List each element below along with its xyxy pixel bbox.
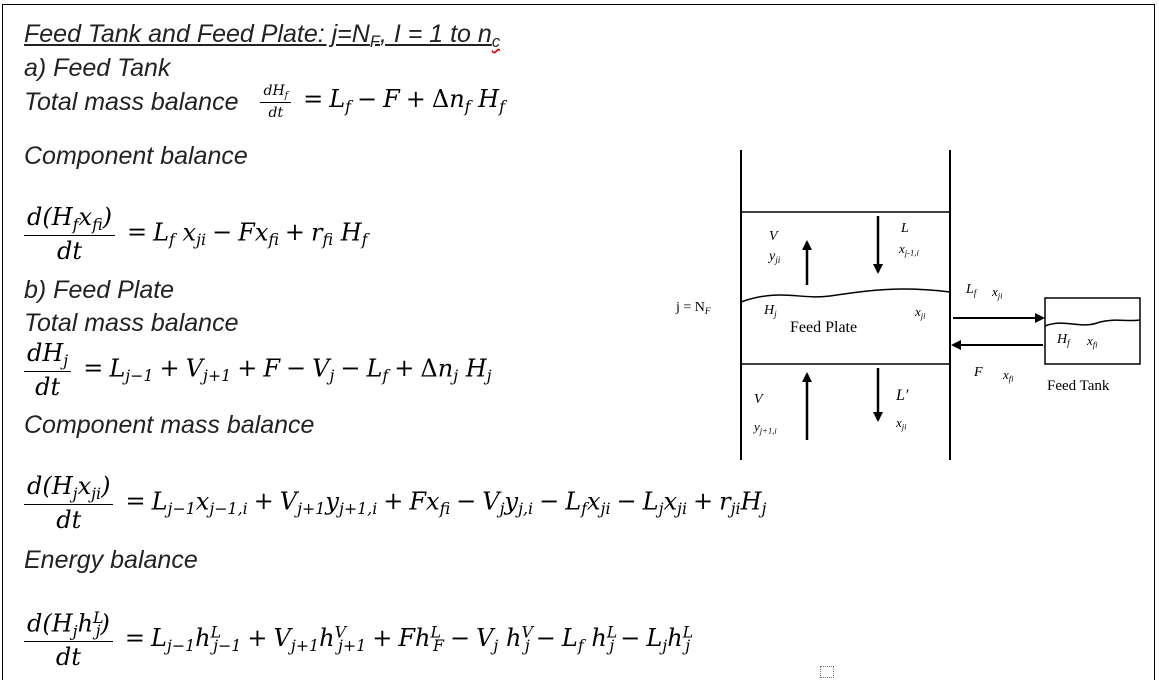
page-frame [2,4,1155,680]
eq-energy-balance: d(HjhLj)dt=Lj−1hLj−1+Vj+1hVj+1+FhLF−Vj h… [24,610,693,669]
f-x-label: xfi [1003,367,1014,384]
component-mass-balance-label: Component mass balance [24,411,315,439]
eq-feed-plate-component: d(Hjxji)dt=Lj−1xj−1,i+Vj+1yj+1,i+Fxfi−Vj… [24,474,766,532]
x-bottom-label: xji [896,415,907,432]
feed-tank-label: Feed Tank [1047,378,1110,394]
xfi-tank-label: xfi [1087,333,1098,350]
y-bottom-label: yj+1,i [754,419,777,436]
eq-feed-tank-component: d(Hfxfi)dt=Lf xji−Fxfi+rfi Hf [24,205,368,263]
v-top-label: V [769,229,778,244]
hf-label: Hf [1057,332,1070,348]
plate-liquid-surface [740,288,951,303]
total-mass-balance-label: Total mass balance [24,87,239,116]
f-label: F [974,365,983,380]
component-balance-label: Component balance [24,142,248,170]
hj-label: Hj [764,303,777,319]
x-top-label: xj-1,i [899,241,919,258]
tank-liquid-surface [1044,319,1141,327]
l-top-label: L [901,221,909,236]
section-heading: Feed Tank and Feed Plate: j=NF, I = 1 to… [24,20,501,51]
lf-x-label: xji [992,284,1003,301]
lf-label: Lf [966,282,977,298]
y-top-label: yji [769,249,781,265]
l-prime-label: L′ [896,387,909,404]
xji-plate-label: xji [915,304,926,321]
energy-balance-label: Energy balance [24,546,198,574]
feed-plate-label: Feed Plate [790,319,858,336]
v-bottom-label: V [754,392,763,407]
subsection-feed-tank: a) Feed Tank [24,54,171,82]
j-equals-label: j = NF [676,300,711,316]
subsection-feed-plate: b) Feed Plate [24,276,175,304]
feed-tank-box [1044,297,1141,365]
total-mass-balance-b-label: Total mass balance [24,309,239,337]
placeholder-marker [820,666,834,678]
